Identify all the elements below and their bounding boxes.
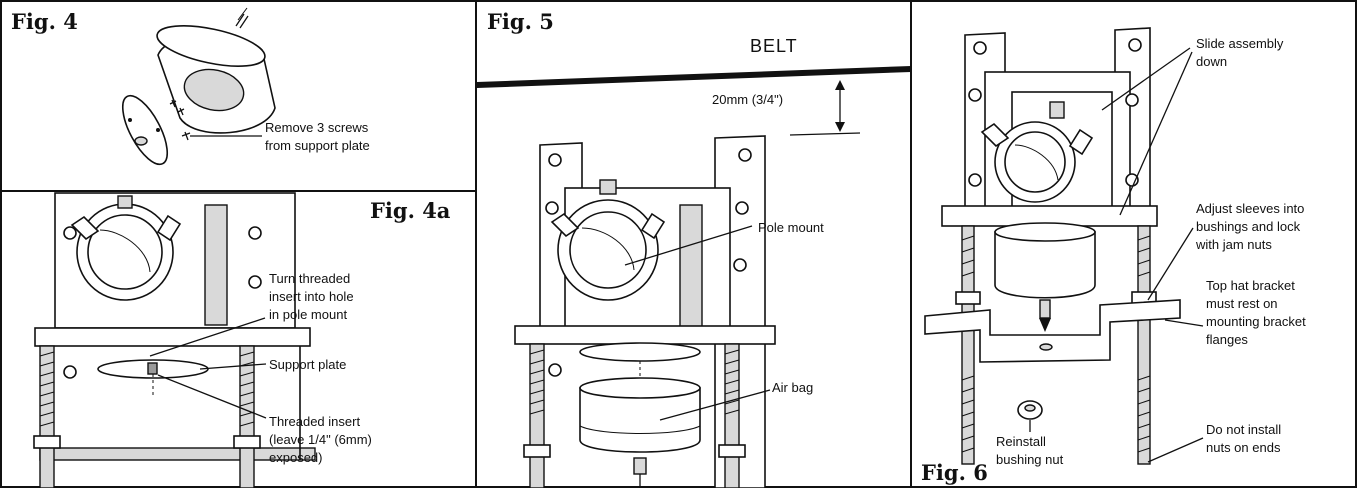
fig4a-insert-line3: exposed) [269,450,322,465]
fig5-crossbar [514,325,776,488]
fig4-airbag [156,7,276,134]
fig4a-leader-support-plate [199,363,267,370]
fig5-pole-mount-label: Pole mount [758,220,824,235]
fig4a-title: Fig. 4a [370,198,451,223]
fig4-panel: Fig. 4 Remove 3 screws from support plat… [11,7,370,166]
fig6-leaders [1029,47,1204,463]
fig5-dimension [789,80,861,136]
fig5-belt-label: BELT [750,36,798,56]
fig4a-pole-mount [70,195,182,301]
fig5-belt [477,66,911,88]
fig6-reinstall-line1: Reinstall [996,434,1046,449]
fig5-pole-mount [550,179,666,301]
fig4a-panel: Fig. 4a [33,192,451,488]
fig5-airbag [579,342,701,488]
fig4a-turn-line2: insert into hole [269,289,354,304]
fig6-bushing-nut [1017,400,1043,420]
fig6-nonuts-line2: nuts on ends [1206,440,1281,455]
fig4-support-plate [121,94,169,166]
fig4a-turn-line1: Turn threaded [269,271,350,286]
fig6-panel: Fig. 6 [921,27,1306,485]
fig4a-support-plate [97,359,209,395]
fig4-callout-line2: from support plate [265,138,370,153]
fig4-title: Fig. 4 [11,9,78,34]
fig6-adjust-line1: Adjust sleeves into [1196,201,1304,216]
fig6-title: Fig. 6 [921,460,988,485]
fig6-adjust-line2: bushings and lock [1196,219,1301,234]
fig4a-leader-insert-turn [149,317,266,357]
fig6-tophat-line1: Top hat bracket [1206,278,1295,293]
fig6-tophat-line4: flanges [1206,332,1248,347]
fig6-mounting-bracket [924,299,1181,363]
fig5-leader-pole-mount [624,225,753,266]
fig5-dimension-label: 20mm (3/4") [712,92,783,107]
fig6-rods [955,225,1157,465]
fig4-screws [169,99,191,141]
fig6-slide-line1: Slide assembly [1196,36,1284,51]
fig6-tophat-line2: must rest on [1206,296,1278,311]
fig4a-insert-line1: Threaded insert [269,414,360,429]
fig4a-threaded-rods [33,345,261,488]
fig4a-support-plate-label: Support plate [269,357,346,372]
fig6-nonuts-line1: Do not install [1206,422,1281,437]
fig4a-insert-line2: (leave 1/4" (6mm) [269,432,372,447]
fig4-callout-line1: Remove 3 screws [265,120,369,135]
fig6-slide-assembly [980,91,1113,211]
fig4a-turn-line3: in pole mount [269,307,347,322]
fig5-title: Fig. 5 [487,9,554,34]
fig6-reinstall-line2: bushing nut [996,452,1064,467]
fig6-adjust-line3: with jam nuts [1195,237,1272,252]
fig5-leader-air-bag [659,389,771,421]
fig5-panel: Fig. 5 BELT 20mm (3/4") [477,9,911,488]
fig6-slide-line2: down [1196,54,1227,69]
fig4a-leader-threaded-insert [157,374,267,419]
fig6-tophat-line3: mounting bracket [1206,314,1306,329]
fig6-airbag [994,222,1096,332]
fig5-air-bag-label: Air bag [772,380,813,395]
